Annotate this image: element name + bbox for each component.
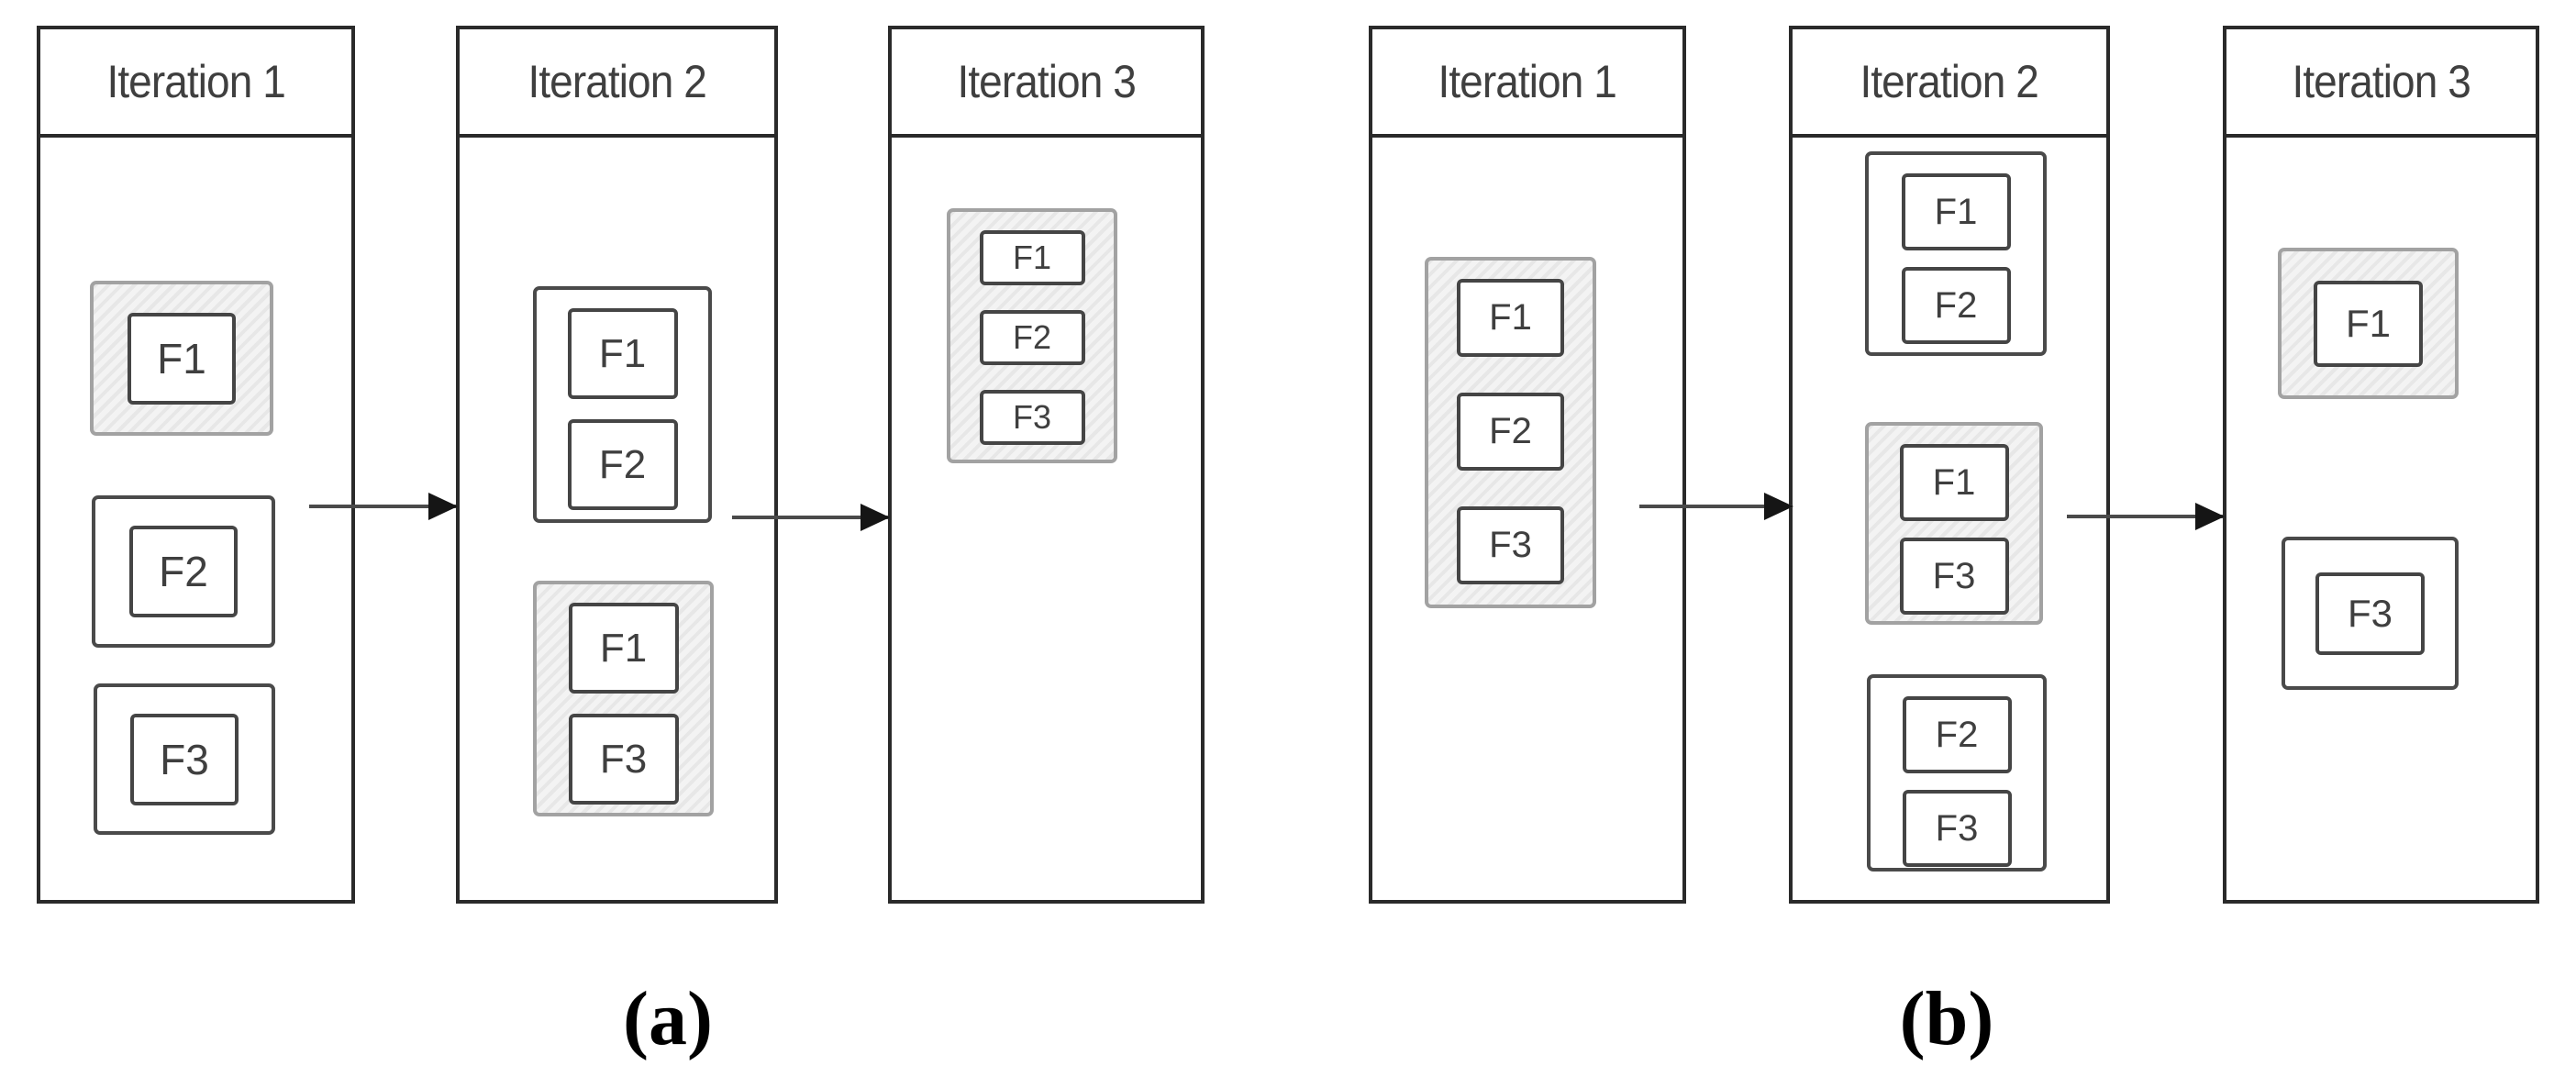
arrow-right-icon [2067,503,2225,530]
b-column-2-header: Iteration 2 [1793,29,2106,138]
feature-group: F1 F2 [1865,151,2047,356]
feature-group: F3 [2282,537,2459,690]
b-iteration-column-1: Iteration 1 F1 F2 F3 [1369,26,1686,904]
b-column-3-header: Iteration 3 [2226,29,2536,138]
feature-box: F3 [1902,790,2012,867]
feature-box: F2 [129,526,238,617]
column-title: Iteration 1 [1438,56,1617,107]
a-column-2-header: Iteration 2 [460,29,774,138]
feature-group: F1 F2 F3 [1425,257,1596,608]
a-iteration-column-3: Iteration 3 F1 F2 F3 [888,26,1205,904]
feature-group: F1 [90,281,273,436]
column-title: Iteration 2 [1860,56,2039,107]
column-title: Iteration 3 [957,56,1136,107]
feature-box: F3 [130,713,239,805]
b-iteration-column-2: Iteration 2 F1 F2 F1 F3 F2 F3 [1789,26,2110,904]
b-column-1-header: Iteration 1 [1372,29,1682,138]
feature-group: F1 F2 [533,286,712,523]
feature-box: F3 [1899,538,2009,615]
feature-group: F1 F3 [1865,422,2043,625]
a-column-1-header: Iteration 1 [40,29,351,138]
feature-box: F2 [979,310,1085,365]
figure-caption-b: (b) [1899,976,1994,1061]
feature-group: F1 [2278,248,2459,399]
column-title: Iteration 1 [106,56,285,107]
feature-box: F3 [2315,572,2425,655]
arrow-right-icon [309,493,458,520]
feature-box: F3 [979,390,1085,445]
feature-box: F3 [1457,506,1564,584]
a-iteration-column-2: Iteration 2 F1 F2 F1 F3 [456,26,778,904]
feature-box: F1 [979,230,1085,285]
column-title: Iteration 2 [527,56,706,107]
feature-box: F2 [1902,696,2012,773]
arrow-right-icon [732,504,890,531]
feature-box: F1 [1899,444,2009,521]
feature-box: F2 [1457,393,1564,471]
feature-group: F3 [94,683,275,835]
feature-box: F2 [1901,267,2011,344]
feature-box: F1 [128,312,236,405]
a-iteration-column-1: Iteration 1 F1 F2 F3 [37,26,355,904]
feature-box: F1 [2314,280,2423,367]
feature-group: F2 F3 [1867,674,2047,872]
arrow-right-icon [1639,493,1793,520]
b-iteration-column-3: Iteration 3 F1 F3 [2223,26,2539,904]
feature-group: F2 [92,495,275,648]
feature-box: F1 [1901,173,2011,250]
figure-caption-a: (a) [623,976,713,1061]
a-column-3-header: Iteration 3 [892,29,1201,138]
column-title: Iteration 3 [2292,56,2471,107]
feature-group: F1 F2 F3 [947,208,1117,463]
feature-group: F1 F3 [533,581,714,816]
feature-box: F2 [567,419,678,510]
feature-box: F3 [568,714,679,805]
feature-box: F1 [567,308,678,399]
feature-box: F1 [568,603,679,694]
feature-box: F1 [1457,279,1564,357]
